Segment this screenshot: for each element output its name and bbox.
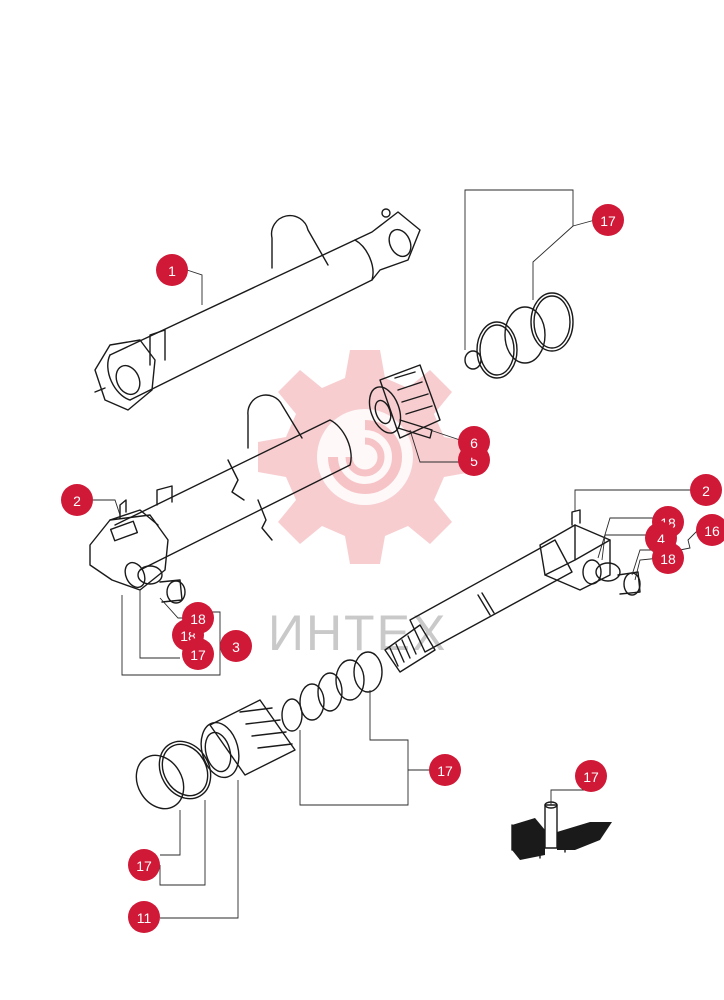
watermark-gear-logo xyxy=(258,350,472,564)
svg-text:2: 2 xyxy=(73,493,81,509)
svg-text:4: 4 xyxy=(657,531,665,547)
svg-text:18: 18 xyxy=(190,611,206,627)
svg-text:1: 1 xyxy=(168,263,176,279)
svg-text:18: 18 xyxy=(660,551,676,567)
callout-17-bottom-right: 17 xyxy=(575,760,607,792)
leader-lines xyxy=(93,189,699,919)
svg-text:17: 17 xyxy=(600,213,616,229)
svg-text:17: 17 xyxy=(583,769,599,785)
callout-2-left: 2 xyxy=(61,484,93,516)
callout-18-left-top: 18 xyxy=(182,602,214,634)
callout-11: 11 xyxy=(128,901,160,933)
gland-rings xyxy=(135,740,212,810)
rod-seals xyxy=(281,651,383,732)
callout-6: 6 xyxy=(458,426,490,458)
svg-text:3: 3 xyxy=(232,639,240,655)
svg-text:17: 17 xyxy=(437,763,453,779)
callout-18-lb-label: 17 xyxy=(190,647,206,663)
callout-2-right: 2 xyxy=(690,474,722,506)
cylinder-assembly xyxy=(94,208,421,411)
svg-text:5: 5 xyxy=(470,453,478,469)
callout-3: 3 xyxy=(220,630,252,662)
gland-part xyxy=(200,699,296,779)
grease-fitting-detail xyxy=(511,801,612,860)
callout-18-lower-right: 18 xyxy=(652,542,684,574)
svg-text:17: 17 xyxy=(136,858,152,874)
callout-16: 16 xyxy=(696,514,724,546)
svg-text:2: 2 xyxy=(702,483,710,499)
callout-17-middle: 17 xyxy=(429,754,461,786)
svg-text:11: 11 xyxy=(137,910,152,926)
svg-text:6: 6 xyxy=(470,435,478,451)
callout-1: 1 xyxy=(156,254,188,286)
callout-17-top: 17 xyxy=(592,204,624,236)
watermark-text: ИНТЕХ xyxy=(268,605,447,661)
callout-17-bottom-left: 17 xyxy=(128,849,160,881)
cylinder-barrel xyxy=(89,394,352,604)
piston-rod-assembly xyxy=(384,509,641,673)
seal-kit-rings xyxy=(464,292,574,379)
svg-text:16: 16 xyxy=(704,523,720,539)
callout-18-left-bottom: 17 xyxy=(182,638,214,670)
piston-part xyxy=(368,364,441,439)
